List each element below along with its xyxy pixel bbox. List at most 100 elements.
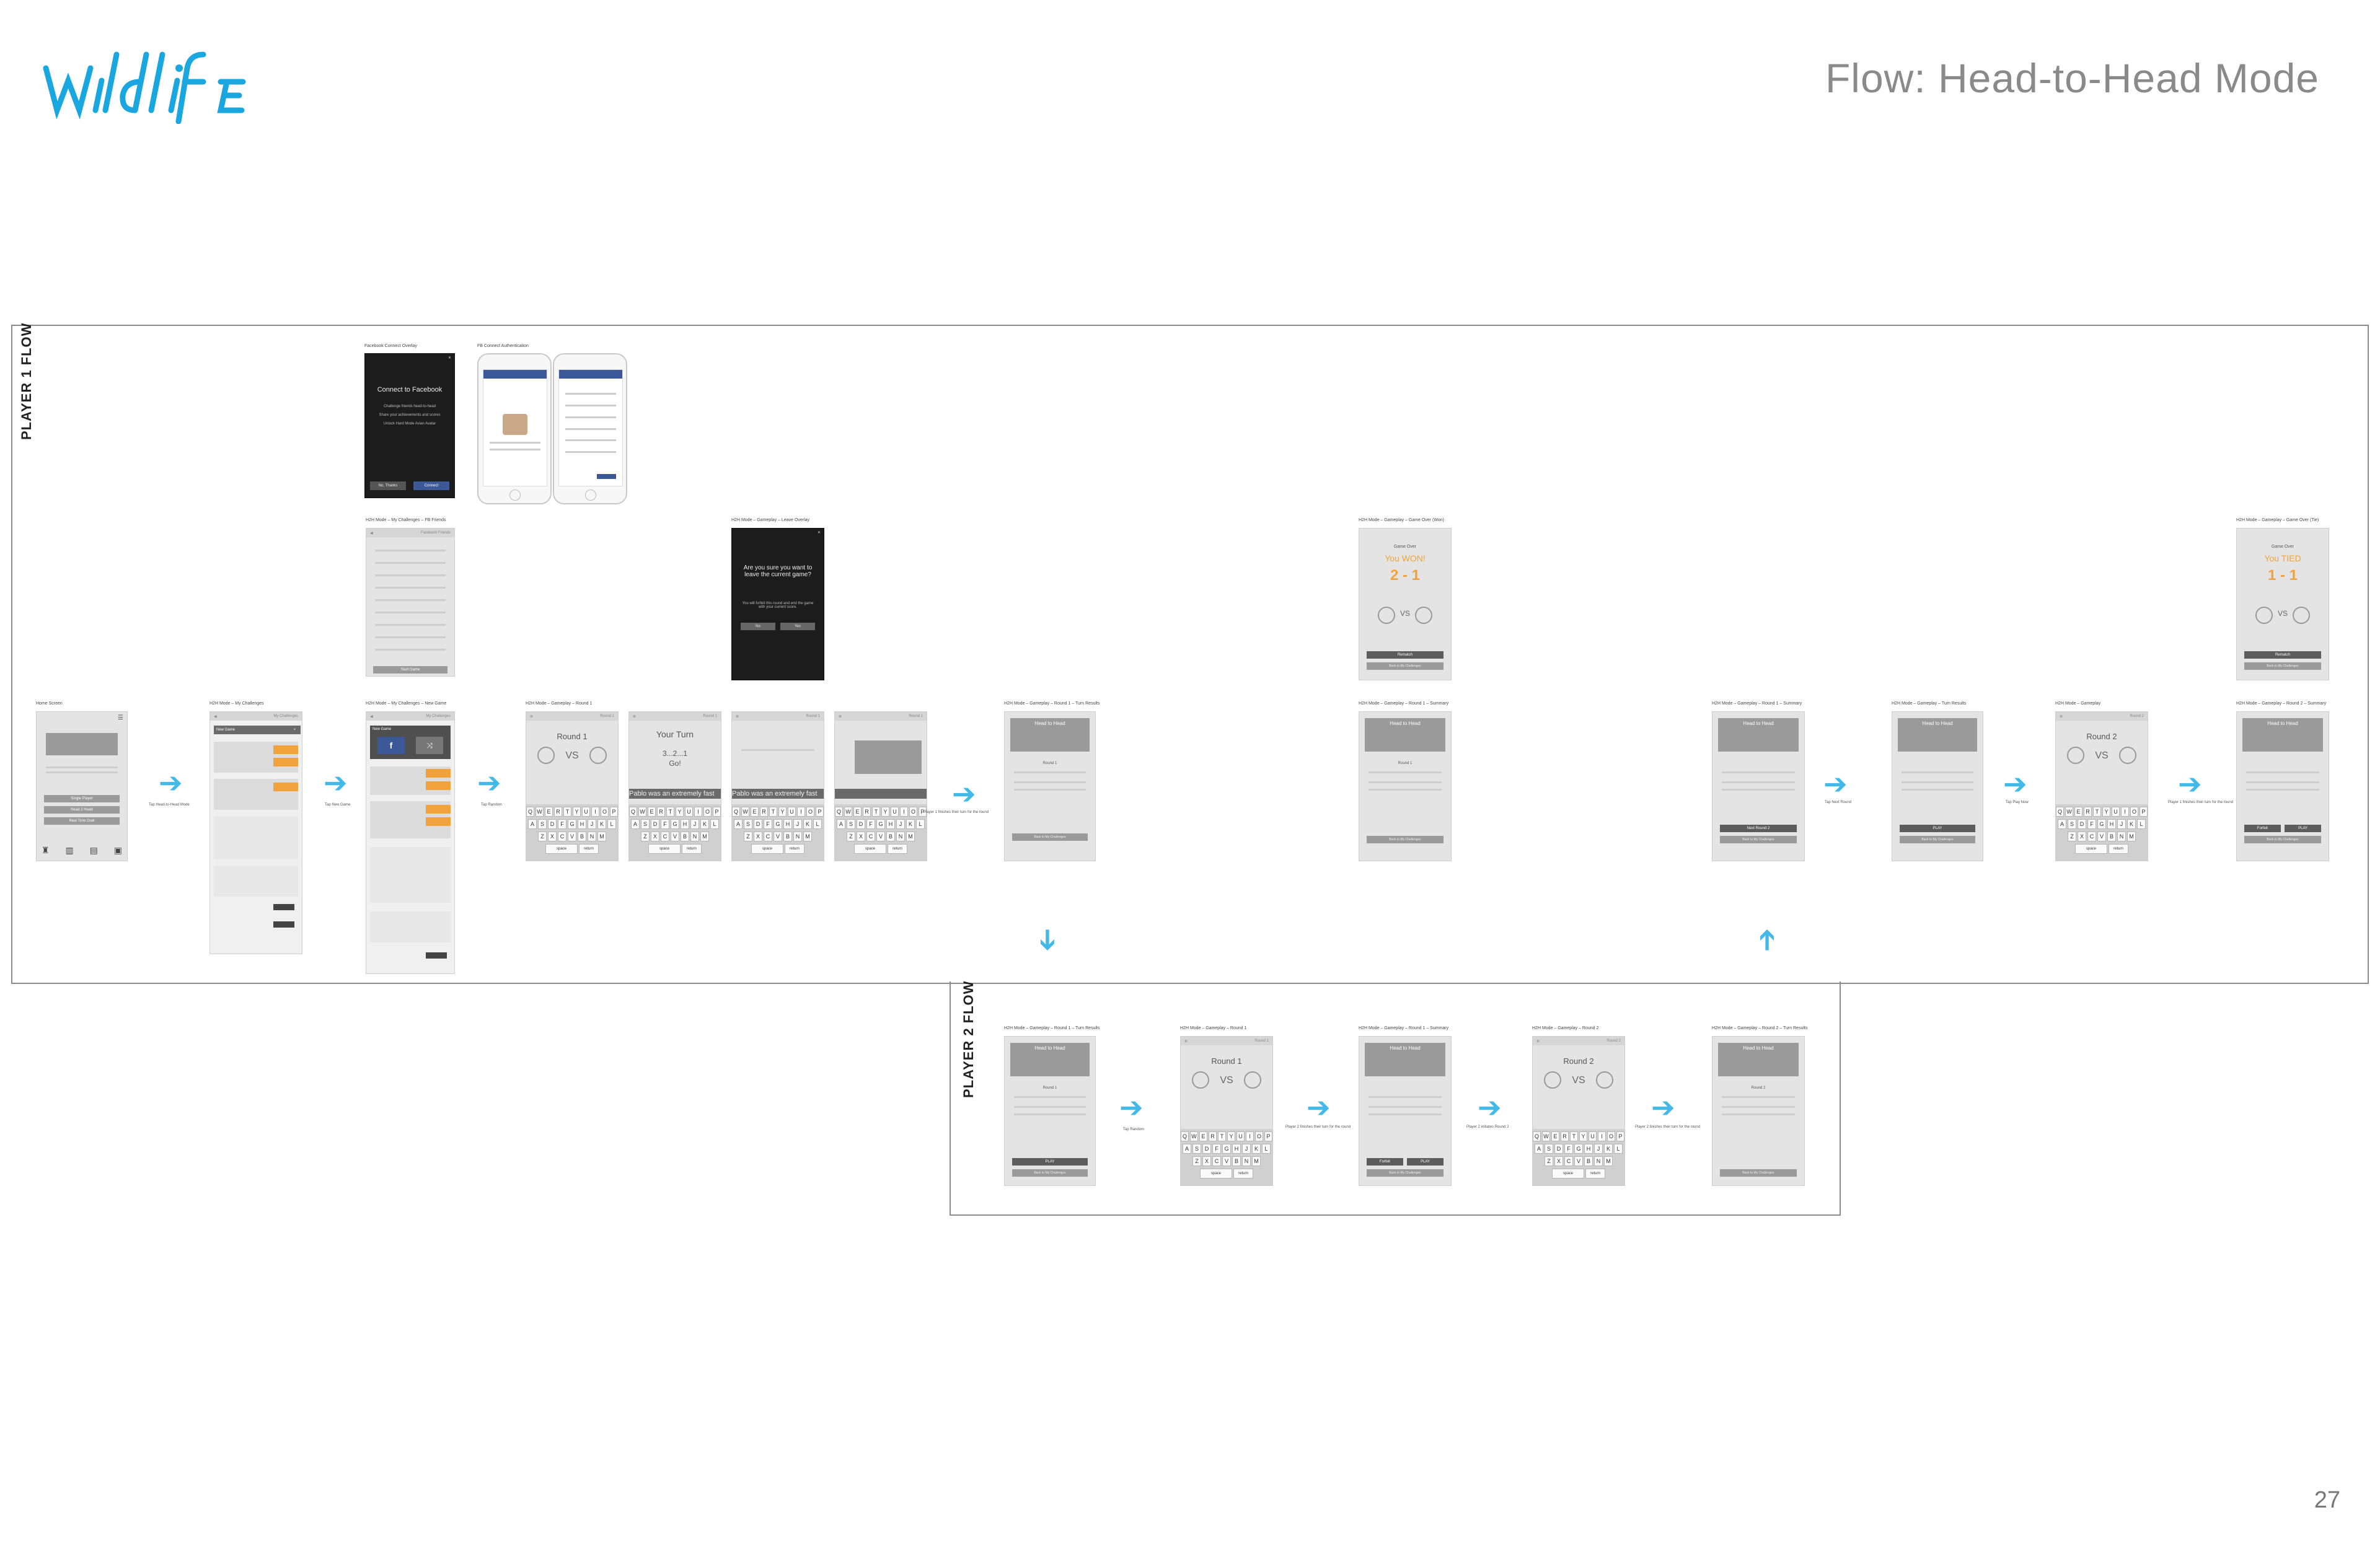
key-z[interactable]: Z <box>2068 831 2076 841</box>
key-s[interactable]: S <box>1545 1143 1553 1154</box>
key-z[interactable]: Z <box>847 831 855 841</box>
close-icon[interactable]: ⊗ <box>736 714 739 719</box>
key-q[interactable]: Q <box>1533 1131 1541 1141</box>
facebook-icon[interactable]: f <box>377 737 405 754</box>
key-l[interactable]: L <box>1614 1143 1623 1154</box>
key-z[interactable]: Z <box>744 831 752 841</box>
space-key[interactable]: space <box>1552 1168 1584 1179</box>
return-key[interactable]: return <box>682 843 702 854</box>
key-y[interactable]: Y <box>676 806 684 817</box>
key-r[interactable]: R <box>657 806 665 817</box>
back-icon[interactable]: ◀ <box>370 531 373 535</box>
key-s[interactable]: S <box>744 819 752 829</box>
key-v[interactable]: V <box>568 831 576 841</box>
key-x[interactable]: X <box>1554 1156 1563 1166</box>
key-h[interactable]: H <box>1584 1143 1593 1154</box>
key-b[interactable]: B <box>783 831 792 841</box>
key-c[interactable]: C <box>1564 1156 1573 1166</box>
key-t[interactable]: T <box>769 806 777 817</box>
key-i[interactable]: I <box>1246 1131 1254 1141</box>
close-icon[interactable]: ⊗ <box>1184 1039 1188 1043</box>
key-f[interactable]: F <box>764 819 772 829</box>
key-f[interactable]: F <box>1564 1143 1573 1154</box>
key-e[interactable]: E <box>2074 806 2082 817</box>
key-d[interactable]: D <box>548 819 557 829</box>
key-t[interactable]: T <box>1570 1131 1578 1141</box>
key-p[interactable]: P <box>713 806 721 817</box>
key-p[interactable]: P <box>2140 806 2148 817</box>
yes-button[interactable]: Yes <box>780 623 815 630</box>
next-round-button[interactable]: Next Round 2 <box>1719 825 1797 832</box>
key-i[interactable]: I <box>900 806 908 817</box>
key-s[interactable]: S <box>2068 819 2076 829</box>
key-h[interactable]: H <box>2107 819 2116 829</box>
key-m[interactable]: M <box>700 831 709 841</box>
key-z[interactable]: Z <box>1192 1156 1201 1166</box>
key-o[interactable]: O <box>703 806 712 817</box>
key-l[interactable]: L <box>2137 819 2146 829</box>
key-z[interactable]: Z <box>538 831 547 841</box>
key-b[interactable]: B <box>1584 1156 1593 1166</box>
key-k[interactable]: K <box>906 819 915 829</box>
key-m[interactable]: M <box>906 831 915 841</box>
head-2-head-button[interactable]: Head 2 Head <box>43 806 120 814</box>
key-r[interactable]: R <box>863 806 871 817</box>
key-w[interactable]: W <box>536 806 544 817</box>
key-v[interactable]: V <box>876 831 885 841</box>
close-icon[interactable]: ⊗ <box>530 714 534 719</box>
key-v[interactable]: V <box>774 831 782 841</box>
key-g[interactable]: G <box>568 819 576 829</box>
start-game-button[interactable]: Start Game <box>373 666 447 674</box>
key-n[interactable]: N <box>690 831 699 841</box>
key-w[interactable]: W <box>844 806 852 817</box>
key-f[interactable]: F <box>1212 1143 1221 1154</box>
key-b[interactable]: B <box>886 831 895 841</box>
key-i[interactable]: I <box>591 806 599 817</box>
key-s[interactable]: S <box>538 819 547 829</box>
key-d[interactable]: D <box>651 819 659 829</box>
key-y[interactable]: Y <box>573 806 581 817</box>
key-u[interactable]: U <box>582 806 590 817</box>
key-j[interactable]: J <box>793 819 802 829</box>
key-g[interactable]: G <box>774 819 782 829</box>
key-y[interactable]: Y <box>1579 1131 1587 1141</box>
key-n[interactable]: N <box>1242 1156 1251 1166</box>
key-u[interactable]: U <box>685 806 693 817</box>
key-o[interactable]: O <box>2130 806 2138 817</box>
challenges-icon[interactable]: ▤ <box>89 845 98 855</box>
return-key[interactable]: return <box>1585 1168 1605 1179</box>
key-p[interactable]: P <box>1264 1131 1272 1141</box>
key-p[interactable]: P <box>919 806 927 817</box>
key-c[interactable]: C <box>866 831 875 841</box>
close-icon[interactable]: ⊗ <box>633 714 637 719</box>
key-q[interactable]: Q <box>526 806 534 817</box>
key-m[interactable]: M <box>803 831 812 841</box>
key-a[interactable]: A <box>1183 1143 1191 1154</box>
key-k[interactable]: K <box>1252 1143 1261 1154</box>
no-thanks-button[interactable]: No, Thanks <box>370 481 406 490</box>
key-f[interactable]: F <box>661 819 669 829</box>
key-f[interactable]: F <box>866 819 875 829</box>
return-key[interactable]: return <box>888 843 907 854</box>
leaderboard-icon[interactable]: ▥ <box>65 845 74 855</box>
space-key[interactable]: space <box>648 843 681 854</box>
key-h[interactable]: H <box>783 819 792 829</box>
key-c[interactable]: C <box>2087 831 2096 841</box>
return-key[interactable]: return <box>1233 1168 1253 1179</box>
back-to-challenges-button[interactable]: Back to My Challenges <box>1366 662 1444 670</box>
space-key[interactable]: space <box>545 843 578 854</box>
key-g[interactable]: G <box>1574 1143 1583 1154</box>
key-h[interactable]: H <box>1232 1143 1241 1154</box>
close-icon[interactable]: ⊗ <box>839 714 842 719</box>
key-q[interactable]: Q <box>835 806 843 817</box>
rematch-button[interactable]: Rematch <box>1366 651 1444 659</box>
key-k[interactable]: K <box>597 819 606 829</box>
key-p[interactable]: P <box>1616 1131 1624 1141</box>
new-game-button[interactable]: New Game+ <box>214 726 301 734</box>
key-f[interactable]: F <box>2087 819 2096 829</box>
key-i[interactable]: I <box>797 806 805 817</box>
key-a[interactable]: A <box>734 819 743 829</box>
key-h[interactable]: H <box>681 819 689 829</box>
key-l[interactable]: L <box>710 819 719 829</box>
